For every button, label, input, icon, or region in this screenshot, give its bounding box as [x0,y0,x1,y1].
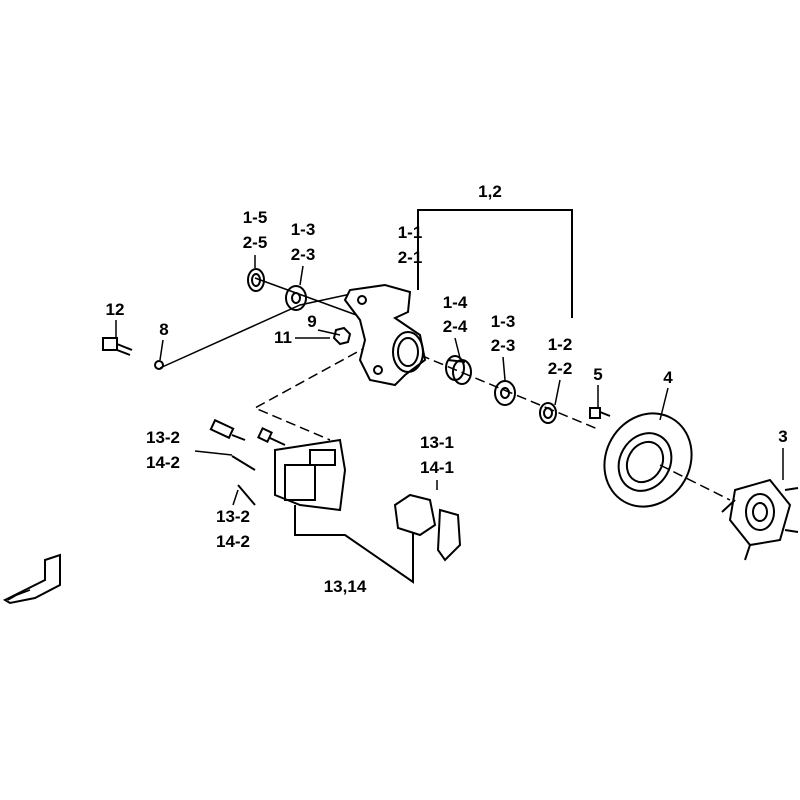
callout-8: 8 [159,320,169,339]
brake-disc-4 [603,412,693,508]
bracket-1-2 [417,209,573,318]
nut-9 [332,326,352,346]
bearing-1-3 [285,285,307,311]
callout-1-2: 1-2 [547,335,573,354]
callout-13-2a: 13-2 [145,428,181,447]
callout-1-1: 1-1 [397,223,423,242]
callout-9: 9 [307,312,317,331]
callout-11: 11 [274,328,292,347]
brake-pads [393,493,462,562]
callout-1-2-group: 1,2 [478,182,502,201]
callout-1-4: 1-4 [442,293,468,312]
axis-lines [159,277,731,501]
callout-1-3b: 1-3 [490,312,516,331]
seal-1-2 [539,402,557,424]
callout-14-1: 14-1 [419,458,455,477]
leader-lines [115,255,784,506]
callout-2-3: 2-3 [290,245,316,264]
callout-12: 12 [105,300,125,319]
callout-1-3: 1-3 [290,220,316,239]
bracket-13-14 [294,500,414,584]
knuckle-1-1 [343,283,427,387]
spacer-1-4 [445,355,472,385]
callout-2-3b: 2-3 [490,336,516,355]
callout-3: 3 [778,427,788,446]
callout-13-1: 13-1 [419,433,455,452]
callout-1-5: 1-5 [242,208,268,227]
callout-13-2b: 13-2 [215,507,251,526]
callout-4: 4 [663,368,673,387]
callout-13-14-group: 13,14 [323,577,367,596]
bolt-5 [589,407,611,419]
callout-14-2a: 14-2 [145,453,181,472]
callout-5: 5 [593,365,603,384]
slide-pin [209,418,286,506]
callout-14-2b: 14-2 [215,532,251,551]
front-arrow-icon [2,553,61,605]
callout-2-4: 2-4 [442,317,468,336]
callout-2-1: 2-1 [397,248,423,267]
washer-8 [154,360,164,370]
hub-3 [721,478,799,561]
callout-2-2: 2-2 [547,359,573,378]
bolt-12 [102,337,133,356]
seal-1-5 [247,268,265,292]
bearing-1-3b [494,380,516,406]
caliper [274,438,347,512]
callout-2-5: 2-5 [242,233,268,252]
